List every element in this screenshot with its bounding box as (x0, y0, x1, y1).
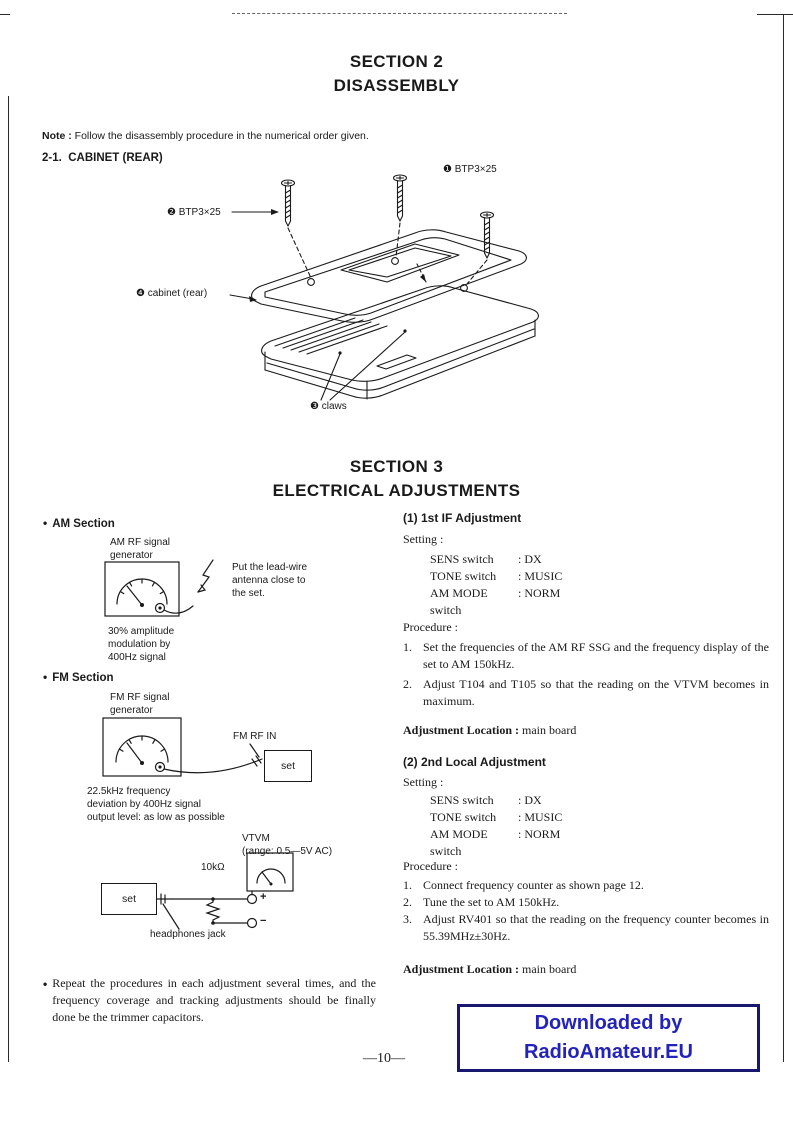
section2-subtitle: DISASSEMBLY (333, 76, 460, 95)
step-number: 3. (403, 912, 412, 926)
setting-value: : DX (518, 552, 542, 566)
fm-set-box: set (264, 750, 312, 782)
setting-value: : MUSIC (518, 810, 563, 824)
step-number: 1. (403, 878, 412, 892)
setting-name: AM MODE switch (430, 827, 488, 858)
fm-deviation-note: 22.5kHz frequency deviation by 400Hz sig… (87, 786, 225, 823)
location-label: Adjustment Location : (403, 962, 519, 976)
repeat-note-text: Repeat the procedures in each adjustment… (52, 976, 376, 1024)
note-label: Note : (42, 130, 72, 142)
am-bullet: • (43, 516, 48, 530)
procedure-step: 2. Adjust T104 and T105 so that the read… (403, 676, 769, 710)
headphones-jack-label: headphones jack (150, 929, 226, 940)
vtvm-minus-label: − (260, 915, 267, 927)
cabinet-rear-label: ❹ cabinet (rear) (136, 288, 208, 299)
setting-value: : NORM (518, 586, 561, 600)
resistor-value-label: 10kΩ (201, 862, 225, 873)
setting-name: AM MODE switch (430, 586, 488, 617)
top-right-tick (757, 14, 793, 15)
adjustment2-location: Adjustment Location : main board (403, 961, 576, 978)
screw2-label: ❷ BTP3×25 (167, 207, 221, 218)
setting-row: TONE switch : MUSIC (430, 809, 562, 826)
screw1-label: ❶ BTP3×25 (443, 164, 497, 175)
am-generator-label: AM RF signal generator (110, 537, 171, 561)
setting-value: : MUSIC (518, 569, 563, 583)
watermark-line1: Downloaded by (534, 1012, 683, 1034)
setting-row: SENS switch : DX (430, 551, 542, 568)
setting-name: TONE switch (430, 810, 497, 824)
step-text: Adjust T104 and T105 so that the reading… (423, 677, 769, 708)
page-number: —10— (363, 1051, 405, 1066)
step-text: Tune the set to AM 150kHz. (423, 895, 560, 909)
adjustment1-heading: (1) 1st IF Adjustment (403, 511, 522, 525)
step-text: Connect frequency counter as shown page … (423, 878, 644, 892)
setting-name: SENS switch (430, 793, 494, 807)
vtvm-circuit-diagram (156, 852, 294, 930)
procedure-step: 1. Connect frequency counter as shown pa… (403, 877, 769, 894)
repeat-note: • Repeat the procedures in each adjustme… (43, 975, 376, 1026)
adjustment2-heading: (2) 2nd Local Adjustment (403, 755, 546, 769)
am-generator-diagram (104, 559, 214, 617)
adjustment2-procedure-label: Procedure : (403, 859, 458, 873)
step-text: Set the frequencies of the AM RF SSG and… (423, 640, 769, 671)
section3-title: SECTION 3 (349, 457, 444, 476)
section3-subtitle: ELECTRICAL ADJUSTMENTS (272, 481, 521, 500)
cabinet-rear-heading: 2-1. CABINET (REAR) (42, 152, 163, 164)
top-left-tick (0, 14, 10, 15)
procedure-step: 3. Adjust RV401 so that the reading on t… (403, 911, 769, 945)
am-antenna-note: Put the lead-wire antenna close to the s… (232, 562, 308, 599)
setting-value: : NORM (518, 827, 561, 841)
step-number: 2. (403, 677, 412, 691)
procedure-step: 2. Tune the set to AM 150kHz. (403, 894, 769, 911)
procedure-step: 1. Set the frequencies of the AM RF SSG … (403, 639, 769, 673)
repeat-bullet: • (43, 977, 48, 991)
note-text: Follow the disassembly procedure in the … (74, 130, 369, 142)
step-number: 1. (403, 640, 412, 654)
top-dashed-rule (232, 13, 567, 14)
fm-section-heading: • FM Section (43, 670, 114, 684)
adjustment2-setting-label: Setting : (403, 775, 444, 789)
watermark-line2: RadioAmateur.EU (524, 1041, 693, 1063)
setting-row: AM MODE switch : NORM (430, 585, 560, 619)
location-label: Adjustment Location : (403, 723, 519, 737)
am-heading-label: AM Section (52, 518, 115, 530)
setting-value: : DX (518, 793, 542, 807)
fm-heading-label: FM Section (52, 672, 114, 684)
setting-name: TONE switch (430, 569, 497, 583)
claws-label: ❸ claws (310, 401, 347, 412)
section2-title: SECTION 2 (349, 52, 444, 71)
vtvm-set-box: set (101, 883, 157, 915)
fm-generator-diagram (102, 717, 263, 777)
setting-row: TONE switch : MUSIC (430, 568, 562, 585)
location-value: main board (522, 962, 577, 976)
adjustment1-location: Adjustment Location : main board (403, 722, 576, 739)
setting-name: SENS switch (430, 552, 494, 566)
vtvm-plus-label: + (260, 891, 267, 903)
right-border-rule (783, 14, 784, 1062)
fm-bullet: • (43, 670, 48, 684)
adjustment1-procedure-label: Procedure : (403, 620, 458, 634)
step-number: 2. (403, 895, 412, 909)
fm-generator-label: FM RF signal generator (110, 692, 170, 716)
disassembly-note: Note : Follow the disassembly procedure … (42, 130, 369, 142)
step-text: Adjust RV401 so that the reading on the … (423, 912, 769, 943)
fm-rf-in-label: FM RF IN (233, 731, 277, 742)
location-value: main board (522, 723, 577, 737)
am-section-heading: • AM Section (43, 516, 115, 530)
setting-row: SENS switch : DX (430, 792, 542, 809)
am-modulation-note: 30% amplitude modulation by 400Hz signal (108, 626, 175, 663)
adjustment1-setting-label: Setting : (403, 532, 444, 546)
cabinet-rear-diagram (229, 174, 539, 401)
vtvm-label: VTVM (range: 0.5—5V AC) (242, 833, 333, 857)
setting-row: AM MODE switch : NORM (430, 826, 560, 860)
left-border-rule (8, 96, 9, 1062)
watermark-box: Downloaded by RadioAmateur.EU (457, 1004, 760, 1072)
